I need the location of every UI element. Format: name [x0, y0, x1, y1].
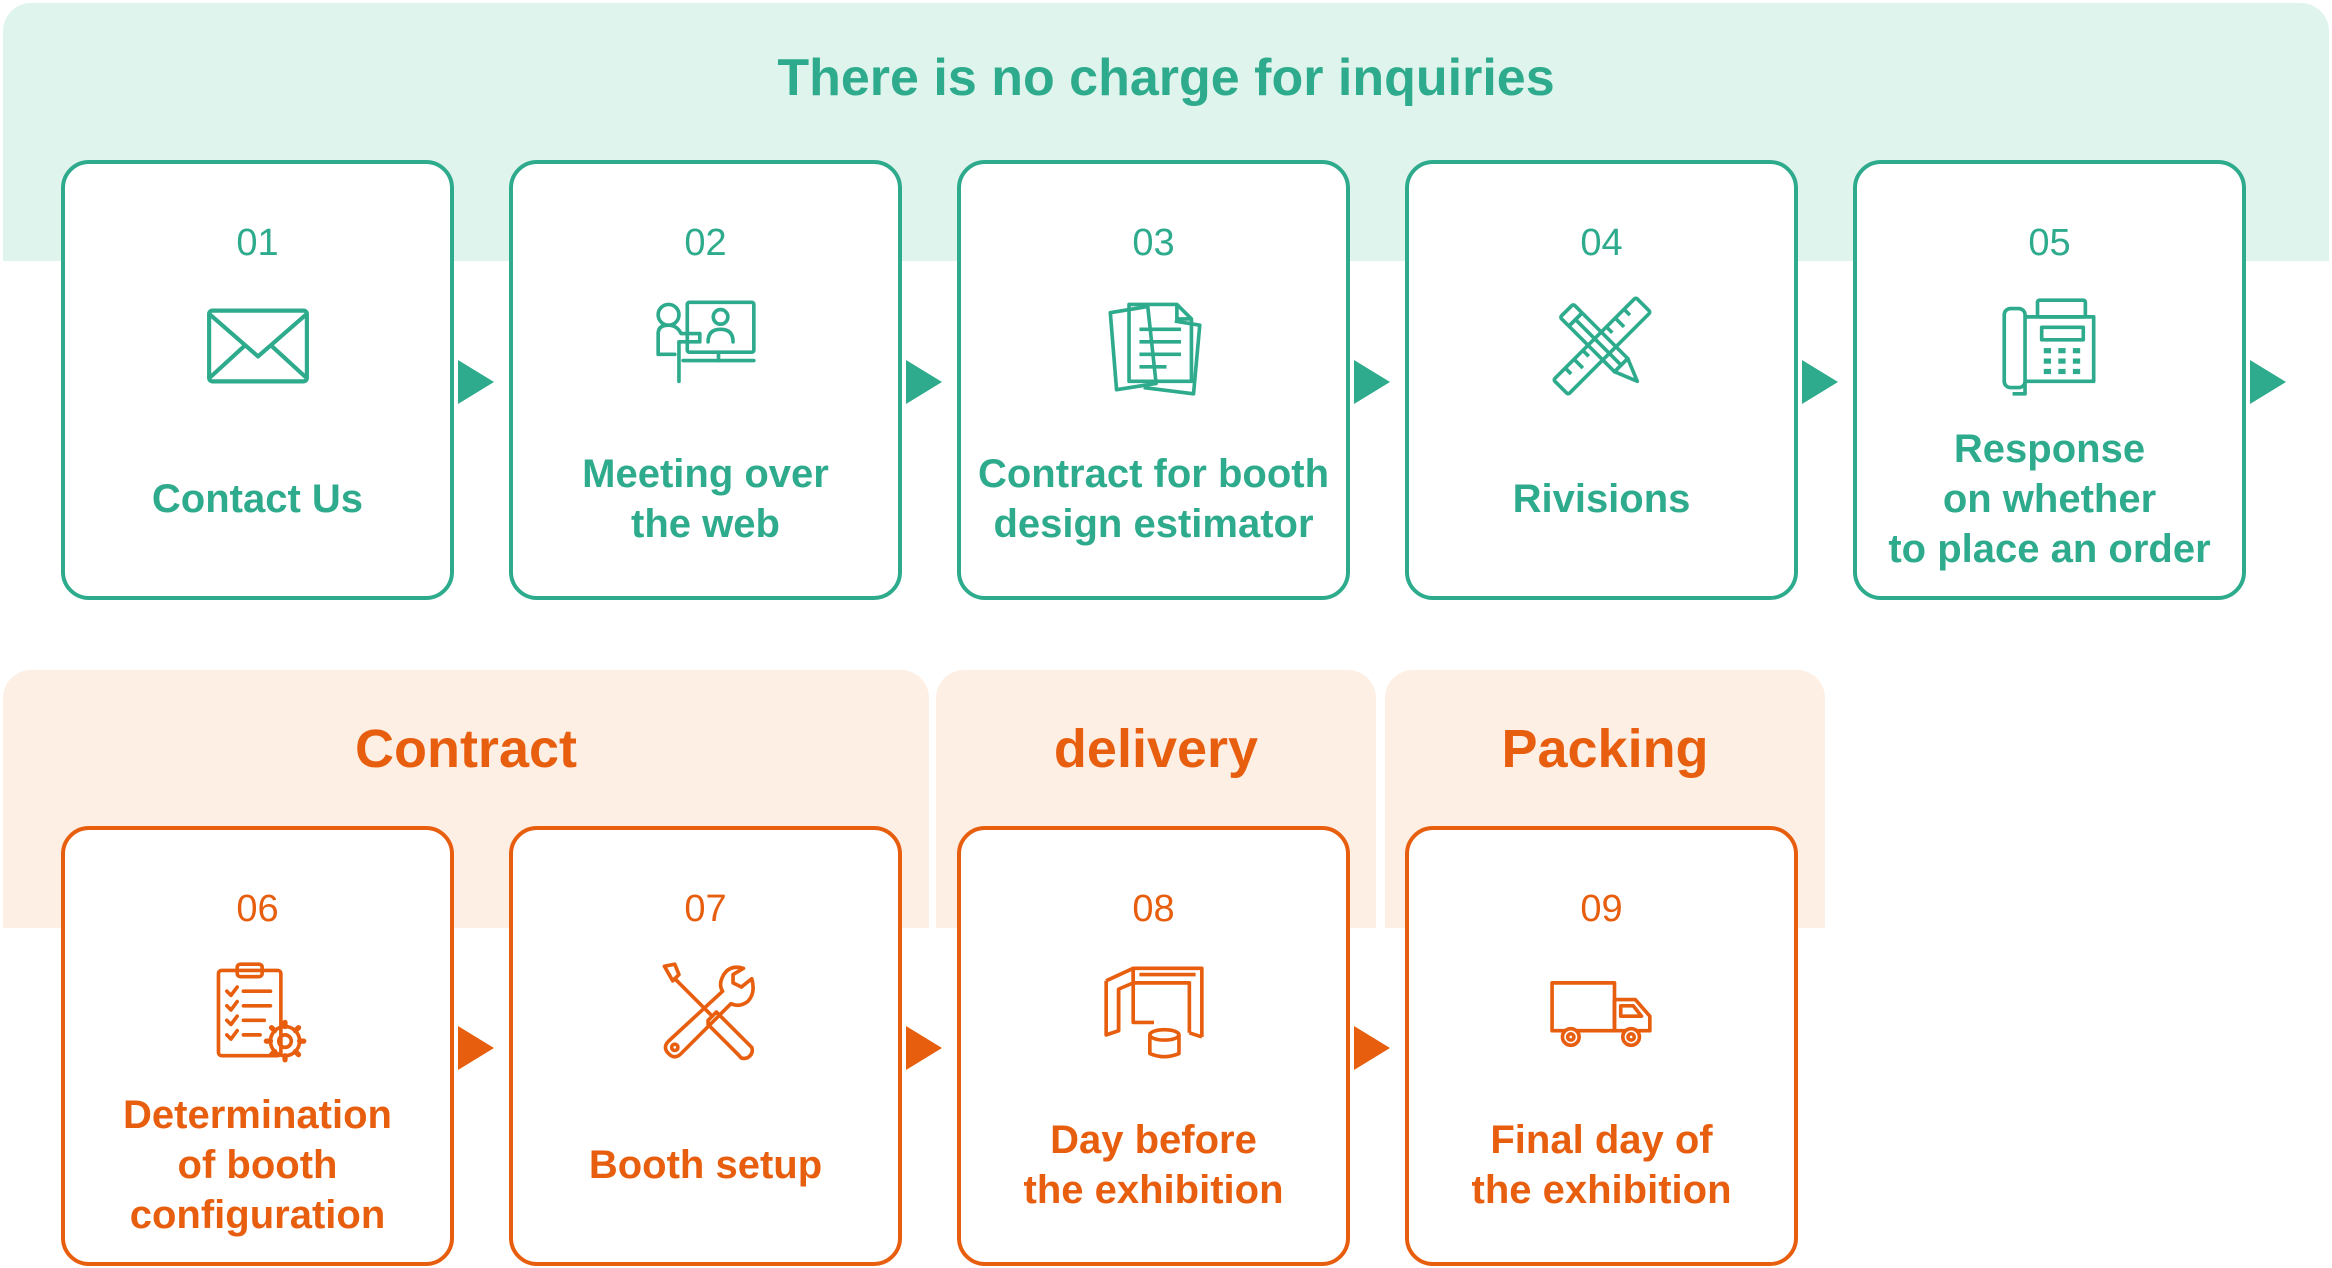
pencil-ruler-icon	[1550, 294, 1654, 398]
step-number: 05	[2028, 222, 2071, 264]
step-number: 01	[236, 222, 279, 264]
step-number: 04	[1580, 222, 1623, 264]
step-card-07: 07 Booth setup	[509, 826, 902, 1266]
phase-title-contract: Contract	[354, 719, 577, 779]
arrow-right-icon	[1354, 360, 1390, 404]
step-number: 07	[684, 888, 727, 930]
phase-title-packing: Packing	[1501, 719, 1709, 779]
step-number: 09	[1580, 888, 1623, 930]
step-number: 06	[236, 888, 279, 930]
clipboard-gear-icon	[206, 960, 310, 1064]
step-label: Booth setup	[588, 1143, 823, 1187]
video-meeting-icon	[654, 294, 758, 398]
tools-icon	[654, 960, 758, 1064]
step-card-01: 01 Contact Us	[61, 160, 454, 600]
arrow-right-icon	[1354, 1026, 1390, 1070]
telephone-icon	[1998, 294, 2102, 398]
documents-icon	[1102, 294, 1206, 398]
envelope-icon	[206, 294, 310, 398]
arrow-right-icon	[906, 360, 942, 404]
step-label: Rivisions	[1512, 477, 1691, 521]
inquiry-band-title: There is no charge for inquiries	[777, 49, 1555, 107]
step-card-04: 04 Rivisions	[1405, 160, 1798, 600]
arrow-right-icon	[458, 360, 494, 404]
phase-title-delivery: delivery	[1053, 719, 1259, 779]
arrow-right-icon	[906, 1026, 942, 1070]
step-number: 08	[1132, 888, 1175, 930]
step-number: 02	[684, 222, 727, 264]
arrow-right-icon	[458, 1026, 494, 1070]
step-label: Contact Us	[151, 477, 364, 521]
booth-icon	[1102, 960, 1206, 1064]
truck-icon	[1550, 960, 1654, 1064]
step-number: 03	[1132, 222, 1175, 264]
arrow-right-icon	[1802, 360, 1838, 404]
arrow-right-icon	[2250, 360, 2286, 404]
